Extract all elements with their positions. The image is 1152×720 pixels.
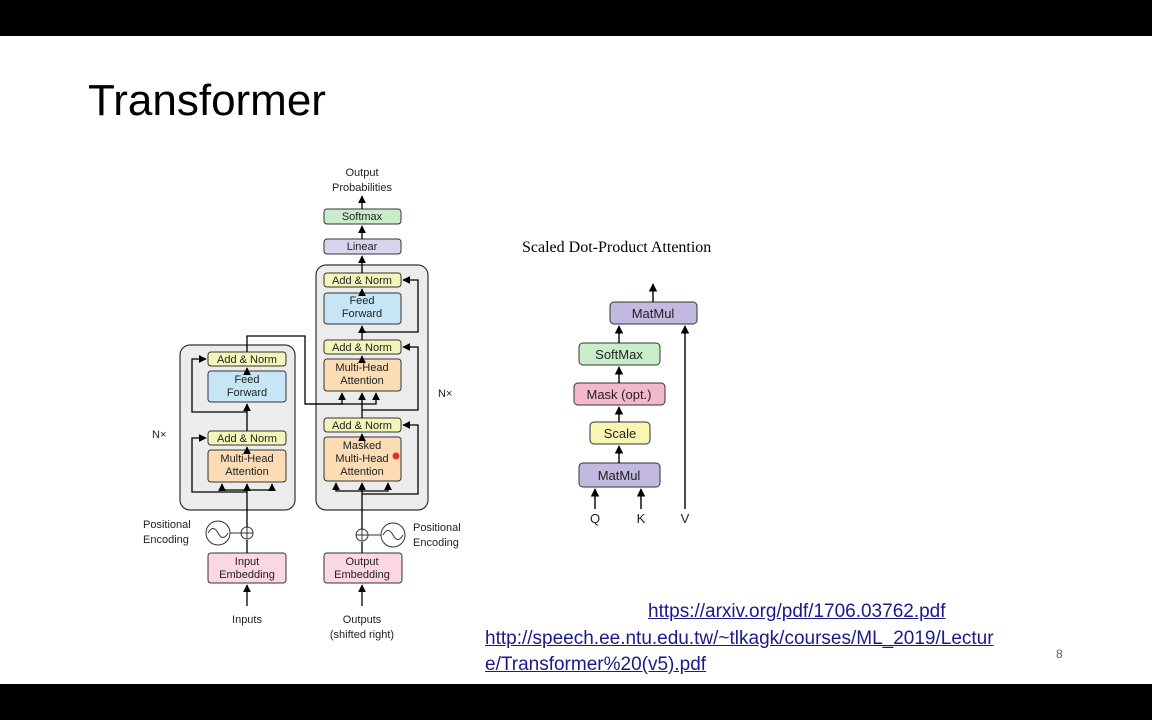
sdpa-matmul-top-label: MatMul [632,306,675,321]
decoder-add-norm-2-label: Add & Norm [332,342,392,354]
encoder-add-norm-2-label: Add & Norm [217,354,277,366]
transformer-connections [191,195,419,606]
output-embedding-box [323,552,403,584]
sdpa-mask-label: Mask (opt.) [586,387,651,402]
ntu-lecture-link-line2[interactable]: e/Transformer%20(v5).pdf [485,654,707,675]
sdpa-connections [590,283,690,509]
decoder-add-norm-1-label: Add & Norm [332,420,392,432]
sdpa-softmax-label: SoftMax [595,347,643,362]
encoder-block [179,344,296,511]
decoder-sine-wave-icon [382,530,404,540]
linear-label: Linear [347,241,378,253]
decoder-nx-label: N× [438,388,452,400]
encoder-sine-wave-icon [207,528,229,538]
encoder-add-norm-1-label: Add & Norm [217,433,277,445]
softmax-label: Softmax [342,211,383,223]
decoder-add-norm-3-label: Add & Norm [332,275,392,287]
sdpa-v-label: V [681,511,690,526]
sdpa-k-label: K [637,511,646,526]
pointer-dot-icon [392,452,400,460]
sdpa-q-label: Q [590,511,600,526]
encoder-nx-label: N× [152,429,166,441]
scaled-dot-product-diagram: Scaled Dot-Product Attention MatMul Soft… [522,239,711,526]
sdpa-matmul-bottom-label: MatMul [598,468,641,483]
slide-title: Transformer [88,76,326,125]
sdpa-scale-label: Scale [604,426,637,441]
outputs-label: Outputs(shifted right) [330,614,394,641]
inputs-label: Inputs [232,614,262,626]
page-number: 8 [1056,647,1063,661]
arxiv-link[interactable]: https://arxiv.org/pdf/1706.03762.pdf [648,601,946,622]
sdpa-title: Scaled Dot-Product Attention [522,239,711,256]
sdpa-scale-box [589,421,651,445]
ntu-lecture-link-line1[interactable]: http://speech.ee.ntu.edu.tw/~tlkagk/cour… [485,628,994,649]
